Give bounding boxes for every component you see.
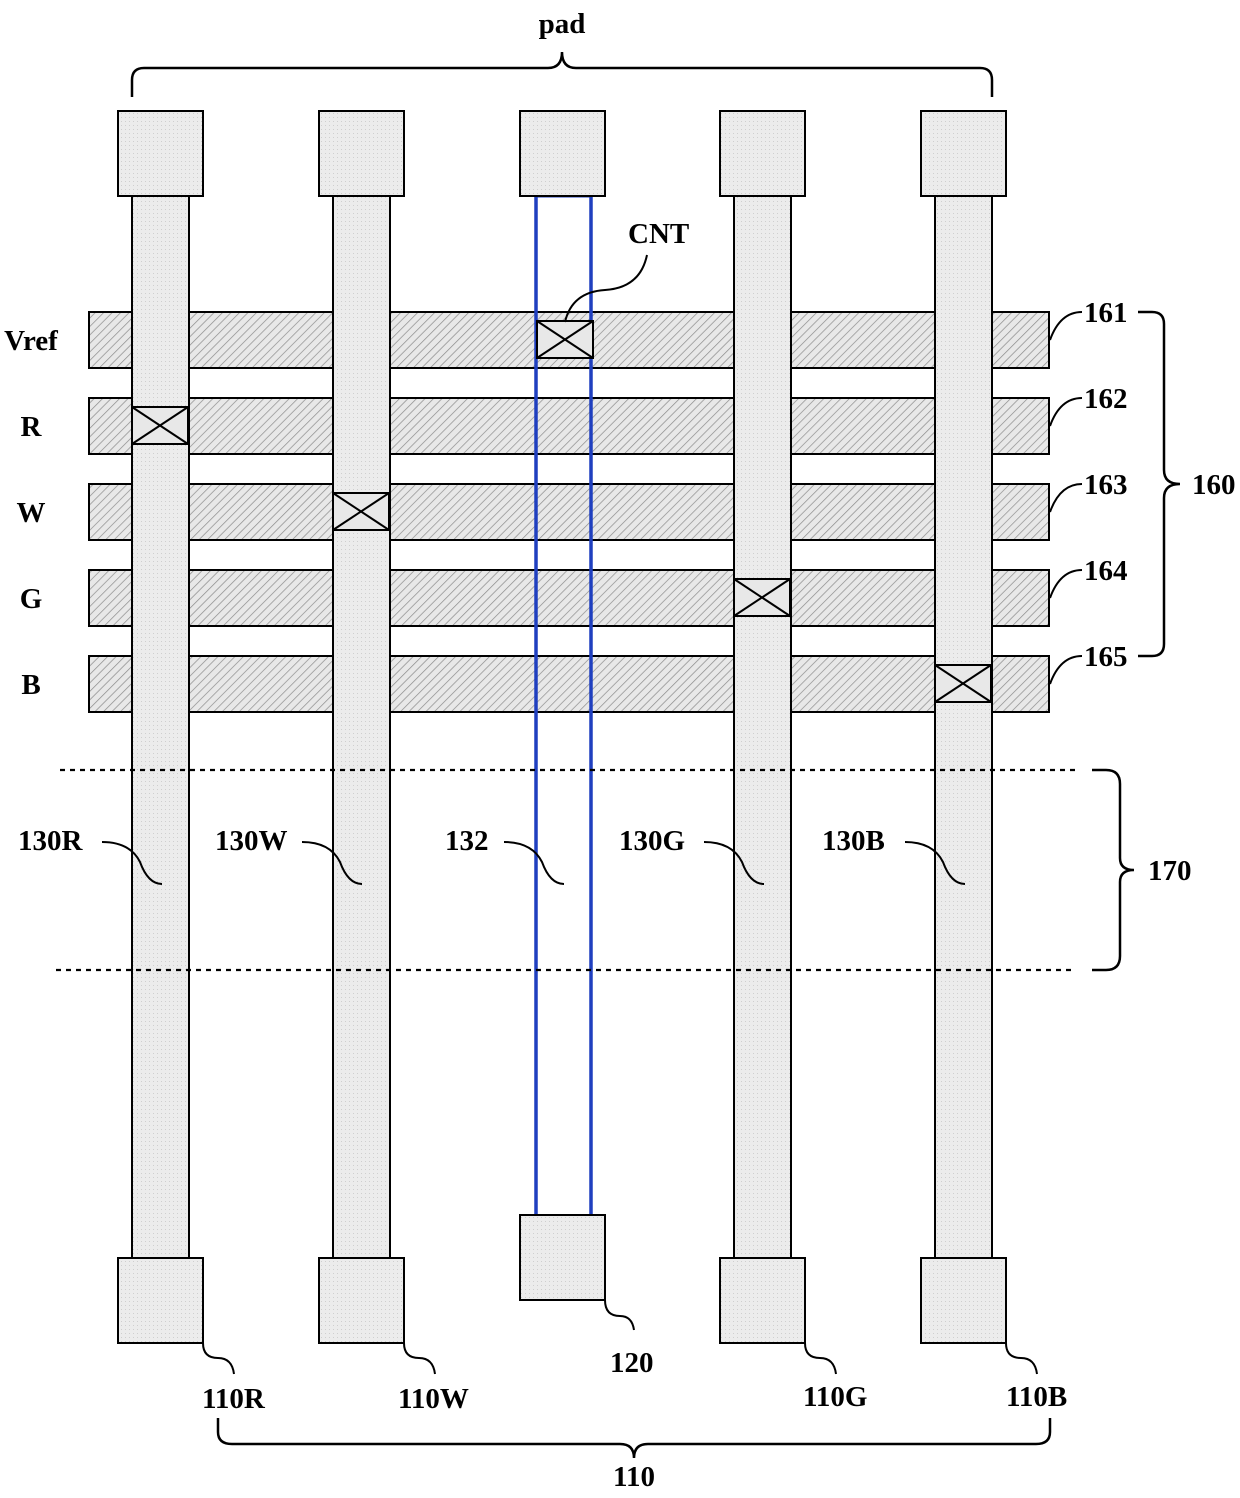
row-label-r: R	[21, 411, 43, 443]
pad-110W	[319, 1258, 404, 1343]
top-pad-3	[520, 111, 605, 196]
top-pad-2	[319, 111, 404, 196]
top-pads	[118, 111, 1006, 196]
ref-170: 170	[1148, 855, 1192, 887]
vline-130W	[333, 196, 390, 1258]
row-ref-leaders	[1050, 312, 1082, 684]
pad-label: pad	[539, 8, 586, 40]
ref-164: 164	[1084, 555, 1128, 587]
pad-110B	[921, 1258, 1006, 1343]
ref-162: 162	[1084, 383, 1128, 415]
row-label-vref: Vref	[4, 325, 58, 357]
vline-130R	[132, 196, 189, 1258]
contact-r	[132, 407, 188, 444]
ref-120: 120	[610, 1347, 654, 1379]
row-label-w: W	[17, 497, 46, 529]
vline-130G	[734, 196, 791, 1258]
ref-110W: 110W	[398, 1383, 469, 1415]
col-label-130R: 130R	[18, 825, 84, 857]
contact-g	[734, 579, 790, 616]
horizontal-lines	[89, 312, 1049, 712]
line-165	[89, 656, 1049, 712]
pad-110R	[118, 1258, 203, 1343]
pad-bracket	[132, 52, 992, 97]
pad-120	[520, 1215, 605, 1300]
ref-163: 163	[1084, 469, 1128, 501]
line-163	[89, 484, 1049, 540]
top-pad-1	[118, 111, 203, 196]
bracket-110	[218, 1418, 1050, 1458]
ref-110R: 110R	[202, 1383, 266, 1415]
pad-110G	[720, 1258, 805, 1343]
bracket-160	[1138, 312, 1180, 656]
contact-w	[333, 493, 389, 530]
col-label-130B: 130B	[822, 825, 885, 857]
line-162	[89, 398, 1049, 454]
ref-110G: 110G	[803, 1381, 867, 1413]
ref-161: 161	[1084, 297, 1128, 329]
ref-160: 160	[1192, 469, 1236, 501]
col-label-130W: 130W	[215, 825, 288, 857]
contact-b	[935, 665, 991, 702]
top-pad-4	[720, 111, 805, 196]
line-164	[89, 570, 1049, 626]
bottom-pads	[118, 1215, 1006, 1343]
top-pad-5	[921, 111, 1006, 196]
col-label-132: 132	[445, 825, 489, 857]
bracket-170	[1092, 770, 1134, 970]
ref-165: 165	[1084, 641, 1128, 673]
col-label-130G: 130G	[619, 825, 685, 857]
leader-132	[504, 842, 564, 884]
cnt-label: CNT	[628, 218, 689, 250]
ref-110: 110	[613, 1461, 655, 1493]
vline-130B	[935, 196, 992, 1258]
ref-110B: 110B	[1006, 1381, 1067, 1413]
row-label-g: G	[20, 583, 43, 615]
row-label-b: B	[21, 669, 40, 701]
contact-cnt-vref	[537, 321, 593, 358]
